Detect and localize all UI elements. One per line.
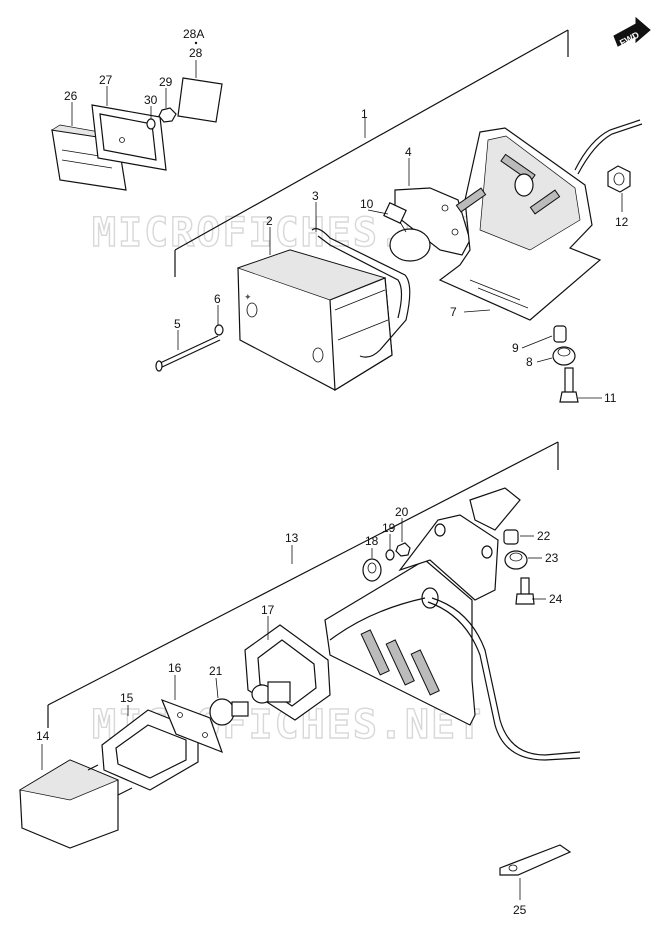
part-2-lamp-body: ✦ (236, 249, 393, 392)
assembly-bracket-13 (47, 441, 559, 728)
callout-22: 22 (537, 529, 551, 543)
part-11-bolt (559, 367, 579, 403)
wire-socket (329, 597, 426, 641)
callout-29: 29 (159, 75, 173, 89)
callout-12: 12 (615, 215, 629, 229)
part-17-socket-bracket (244, 624, 331, 721)
wire-bottom-2 (427, 601, 581, 761)
wire-bottom (431, 597, 581, 756)
callout-6: 6 (214, 292, 221, 306)
part-3-seal (311, 228, 411, 358)
part-4-socket-plate (394, 187, 471, 256)
part-16-plate (160, 698, 224, 754)
part-19-washer (385, 549, 395, 561)
wire-top-2 (577, 123, 643, 175)
callout-18: 18 (365, 534, 379, 548)
callout-8: 8 (526, 355, 533, 369)
callout-30: 30 (144, 93, 158, 107)
part-21-bulb (209, 698, 249, 726)
callout-7: 7 (450, 305, 457, 319)
part-8-grommet (552, 346, 576, 366)
assembly-bracket-1 (174, 29, 569, 277)
part-23-grommet (504, 550, 528, 570)
callout-26: 26 (64, 89, 78, 103)
callout-21: 21 (209, 664, 223, 678)
callout-1: 1 (361, 107, 368, 121)
svg-text:✦: ✦ (244, 293, 252, 303)
callout-25: 25 (513, 903, 527, 917)
callout-19: 19 (382, 521, 396, 535)
callout-24: 24 (549, 592, 563, 606)
part-29-nut (158, 107, 177, 123)
license-bracket (324, 487, 521, 726)
callout-28: 28 (189, 46, 203, 60)
part-12-nut (607, 165, 631, 193)
part-5-screw (155, 335, 221, 372)
callout-4: 4 (405, 145, 412, 159)
callout-16: 16 (168, 661, 182, 675)
callout-11: 11 (604, 391, 617, 405)
part-20-nut (395, 542, 411, 557)
part-22-collar (503, 529, 519, 545)
callout-23: 23 (545, 551, 559, 565)
callout-20: 20 (395, 505, 409, 519)
callout-10: 10 (360, 197, 374, 211)
part-14-lens (19, 759, 133, 849)
callout-17: 17 (261, 603, 275, 617)
part-6-washer (214, 324, 224, 336)
fwd-arrow-icon: FWD (613, 16, 651, 48)
part-18-grommet (362, 558, 382, 582)
callout-14: 14 (36, 729, 50, 743)
callout-15: 15 (120, 691, 134, 705)
part-30-washer (146, 118, 156, 130)
callout-2: 2 (266, 214, 273, 228)
part-9-collar (553, 325, 567, 343)
part-28-plate (177, 77, 223, 123)
part-24-bolt (515, 577, 535, 605)
callout-13: 13 (285, 531, 299, 545)
part-10-bulb (383, 202, 431, 262)
wire-top (574, 119, 641, 171)
callout-27: 27 (99, 73, 113, 87)
part-7-base-housing (438, 127, 602, 321)
callout-3: 3 (312, 189, 319, 203)
callout-9: 9 (512, 341, 519, 355)
callout-28a: 28A (183, 27, 204, 41)
callout-5: 5 (174, 317, 181, 331)
callout-28a-dot (194, 41, 198, 45)
callout-labels: 1 2 3 4 5 6 7 8 9 10 11 12 13 14 15 16 1… (36, 27, 629, 917)
part-25-clamp (499, 844, 572, 876)
leader-lines (41, 60, 623, 900)
